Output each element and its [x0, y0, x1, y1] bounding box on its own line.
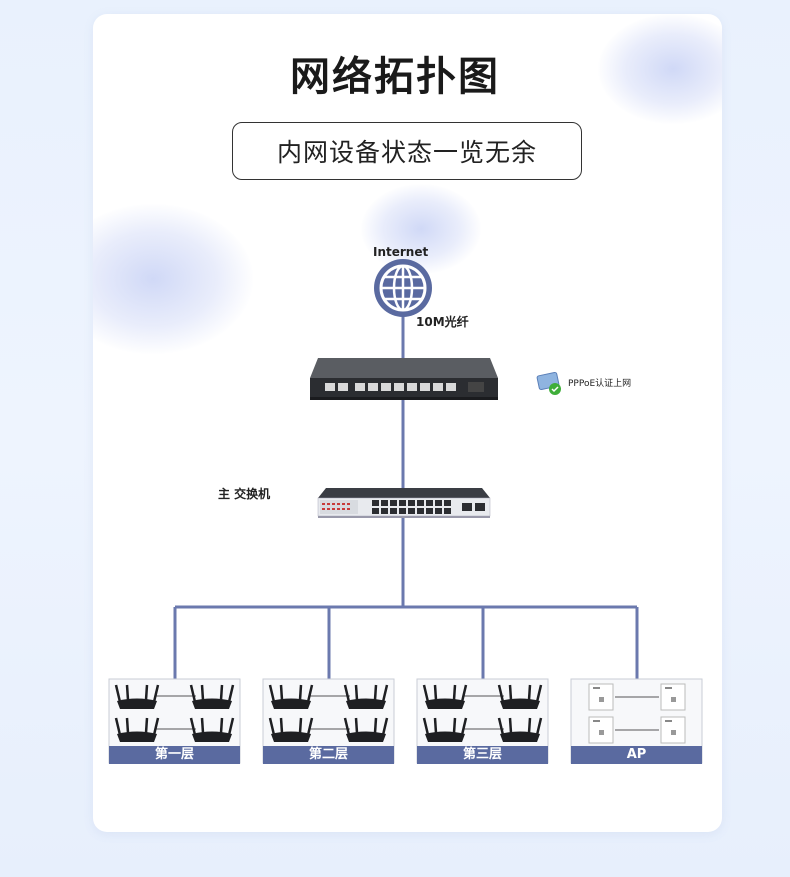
subtitle: 内网设备状态一览无余 — [276, 138, 537, 167]
panel-ap-icon — [588, 716, 614, 744]
panel-ap-icon — [588, 683, 614, 711]
globe-icon — [374, 259, 432, 317]
main-switch-label: 主 交换机 — [218, 487, 271, 501]
group-label-4: AP — [571, 746, 702, 764]
main-switch-icon — [317, 488, 491, 518]
cloud-decoration — [598, 14, 722, 124]
pppoe-label: PPPoE认证上网 — [568, 379, 632, 389]
subtitle-box: 内网设备状态一览无余 — [232, 122, 582, 180]
cloud-decoration — [361, 184, 481, 274]
group-label-3: 第三层 — [417, 746, 548, 764]
page-title: 网络拓扑图 — [290, 54, 500, 100]
gateway-router-icon — [310, 358, 498, 400]
fiber-label: 10M光纤 — [416, 315, 469, 329]
panel-ap-icon — [660, 716, 686, 744]
group-label-2: 第二层 — [263, 746, 394, 764]
internet-label: Internet — [373, 245, 429, 259]
panel-ap-icon — [660, 683, 686, 711]
group-label-1: 第一层 — [109, 746, 240, 764]
pppoe-auth-icon — [536, 371, 561, 395]
cloud-decoration — [93, 204, 253, 354]
